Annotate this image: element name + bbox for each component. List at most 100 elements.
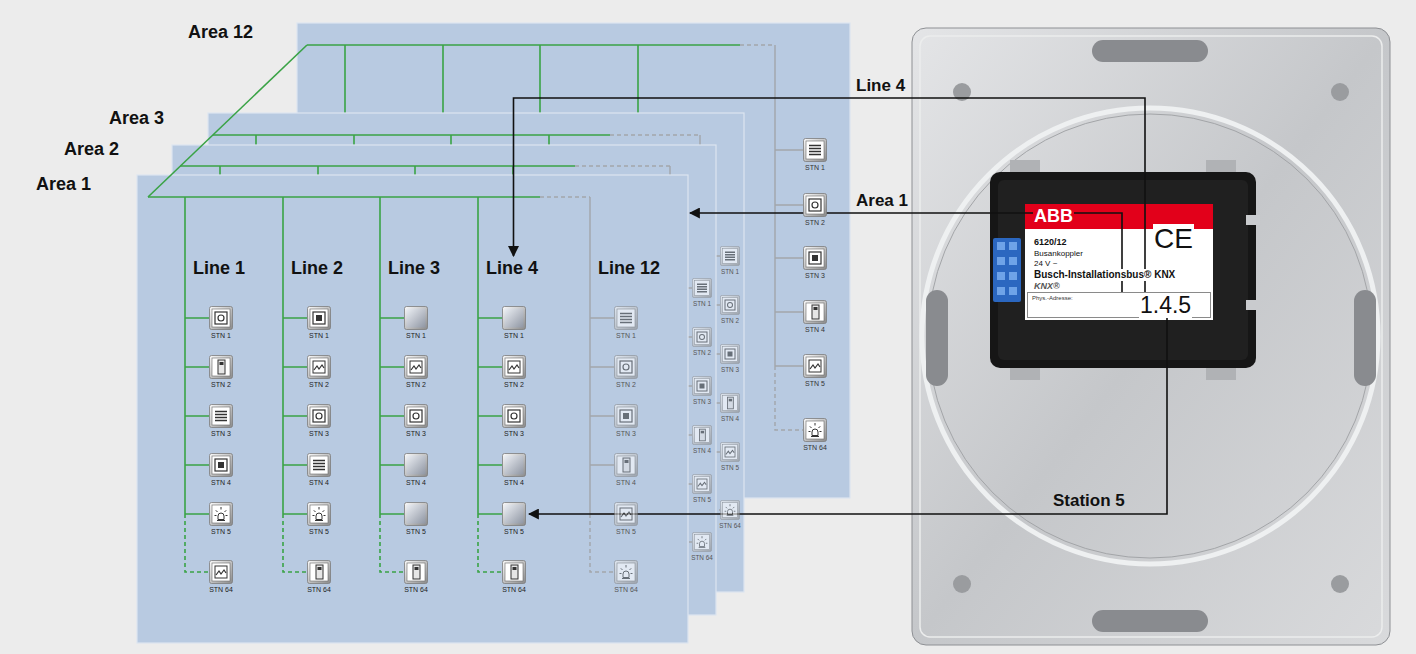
- icon-frame: [615, 503, 638, 526]
- device-icon: [308, 307, 331, 330]
- area-panel: STN 1STN 2STN 3STN 4STN 5STN 64Line 1STN…: [137, 175, 688, 643]
- icon-face: [505, 309, 524, 328]
- icon-face: [695, 428, 710, 443]
- device-icon: [307, 404, 331, 428]
- device-icon: [720, 500, 739, 519]
- device-icon: [804, 139, 827, 162]
- bus-device: STN 3: [613, 404, 639, 438]
- icon-face: [310, 358, 328, 376]
- type-label: [1025, 204, 1213, 320]
- device-icon: [720, 393, 739, 412]
- icon-frame: [503, 454, 526, 477]
- icon-symbol: [313, 507, 326, 521]
- area-bus-wire: [180, 166, 575, 175]
- icon-symbol: [700, 541, 705, 546]
- bus-device: STN 2: [719, 295, 742, 325]
- area-bus-wire: [213, 135, 610, 145]
- bus-device: STN 1: [403, 306, 429, 340]
- area-panel: STN 1STN 2STN 3STN 4STN 5STN 64Area 12: [297, 23, 850, 498]
- icon-face: [617, 563, 635, 581]
- device-icon: [405, 561, 428, 584]
- clip-tab: [1010, 160, 1040, 174]
- device-icon: [720, 500, 740, 520]
- icon-frame: [720, 393, 739, 412]
- station-label: STN 2: [308, 380, 330, 389]
- line-bus-wire: [775, 45, 803, 366]
- icon-face: [806, 141, 824, 159]
- icon-symbol: [216, 570, 226, 575]
- icon-frame: [615, 356, 638, 379]
- bus-line: STN 1STN 2STN 3STN 4STN 5STN 64Line 12: [597, 258, 664, 638]
- bus-device: STN 4: [403, 453, 429, 487]
- device-icon: [720, 246, 740, 266]
- plate-slot: [1092, 40, 1208, 62]
- bus-line: STN 1STN 2STN 3STN 4STN 5STN 64Line 4: [485, 258, 542, 638]
- device-icon: [308, 561, 331, 584]
- area-panel: STN 1STN 2STN 3STN 4STN 5STN 64Area 3: [208, 113, 744, 592]
- icon-symbol: [700, 384, 705, 389]
- device-icon: [614, 306, 638, 330]
- device-icon: [615, 454, 638, 477]
- bus-device: STN 2: [208, 355, 234, 389]
- station-label: STN 64: [208, 585, 234, 594]
- icon-face: [695, 330, 710, 345]
- icon-symbol: [812, 255, 818, 261]
- icon-symbol: [728, 352, 733, 357]
- bus-device: STN 5: [208, 502, 234, 536]
- device-icon: [404, 560, 428, 584]
- bus-device: STN 3: [802, 246, 828, 280]
- icon-symbol: [218, 360, 225, 374]
- line-label: Line 3: [387, 258, 441, 278]
- station-label: STN 64: [802, 443, 828, 452]
- coupler-housing: [990, 172, 1256, 368]
- icon-frame: [692, 474, 711, 493]
- device-icon: [503, 454, 526, 477]
- device-icon: [692, 376, 712, 396]
- device-icon: [503, 307, 526, 330]
- icon-symbol: [812, 429, 818, 436]
- plate-ring: [922, 108, 1378, 564]
- icon-symbol: [697, 381, 707, 391]
- icon-face: [723, 503, 738, 518]
- station-label: STN 3: [615, 429, 637, 438]
- station-label: STN 3: [210, 429, 232, 438]
- area-label: Area 2: [63, 139, 120, 159]
- terminal-socket: [997, 242, 1017, 295]
- icon-symbol: [313, 312, 325, 324]
- clip-tab: [1206, 160, 1236, 174]
- knx-logo: KNX®: [1033, 281, 1061, 291]
- icon-frame: [308, 561, 331, 584]
- device-icon: [404, 404, 428, 428]
- icon-frame: [210, 405, 233, 428]
- icon-face: [695, 477, 710, 492]
- icon-frame: [405, 503, 428, 526]
- icon-symbol: [513, 567, 517, 570]
- device-icon: [615, 307, 638, 330]
- icon-symbol: [729, 399, 732, 402]
- bus-device: STN 3: [306, 404, 332, 438]
- icon-frame: [615, 561, 638, 584]
- device-icon: [720, 442, 739, 461]
- station-label: STN 1: [210, 331, 232, 340]
- device-icon: [209, 453, 233, 477]
- icon-frame: [692, 425, 711, 444]
- icon-frame: [804, 194, 827, 217]
- icon-symbol: [621, 512, 631, 517]
- device-icon: [405, 307, 428, 330]
- icon-symbol: [215, 507, 228, 521]
- device-icon: [502, 355, 526, 379]
- icon-frame: [210, 561, 233, 584]
- screw-hole: [1331, 83, 1349, 101]
- bus-device: STN 4: [613, 453, 639, 487]
- device-icon: [502, 453, 526, 477]
- icon-frame: [615, 454, 638, 477]
- bus-device: STN 5: [613, 502, 639, 536]
- device-icon: [614, 560, 638, 584]
- device-icon: [803, 193, 827, 217]
- bus-device: STN 4: [501, 453, 527, 487]
- icon-symbol: [620, 361, 632, 373]
- device-icon: [614, 502, 638, 526]
- icon-symbol: [814, 307, 818, 310]
- icon-symbol: [316, 565, 323, 579]
